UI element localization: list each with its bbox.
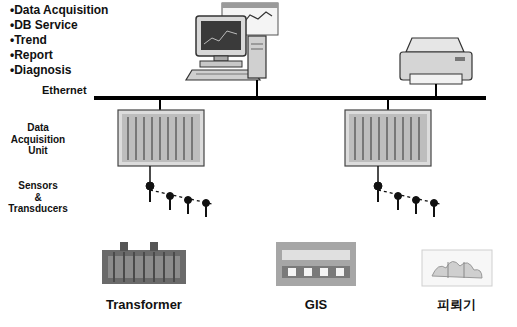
network-drop xyxy=(159,100,161,110)
equipment-label: 피뢰기 xyxy=(437,298,476,313)
sensor-label: Sensors & Transducers xyxy=(3,180,73,215)
printer-icon xyxy=(400,38,472,84)
acquisition-rack xyxy=(345,110,431,166)
network-drop xyxy=(435,84,437,97)
equipment-label: Transformer xyxy=(106,298,182,313)
function-item: •Data Acquisition xyxy=(10,4,108,18)
function-item: •Report xyxy=(10,49,53,63)
network-drop xyxy=(256,80,258,97)
function-item: •DB Service xyxy=(10,19,78,33)
function-item: •Trend xyxy=(10,34,47,48)
sensor-chain xyxy=(146,166,212,217)
function-item: •Diagnosis xyxy=(10,64,72,78)
ethernet-bus xyxy=(94,96,486,100)
equipment-label: GIS xyxy=(305,298,327,313)
network-drop xyxy=(387,100,389,110)
acquisition-rack xyxy=(118,110,204,166)
bus-label: Ethernet xyxy=(42,84,87,97)
sensor-chain xyxy=(374,166,440,217)
arrester-picture xyxy=(422,250,492,286)
computer-icon xyxy=(186,16,266,80)
transformer-picture xyxy=(102,242,186,284)
unit-label: Data Acquisition Unit xyxy=(3,122,73,157)
gis-picture xyxy=(276,242,356,286)
